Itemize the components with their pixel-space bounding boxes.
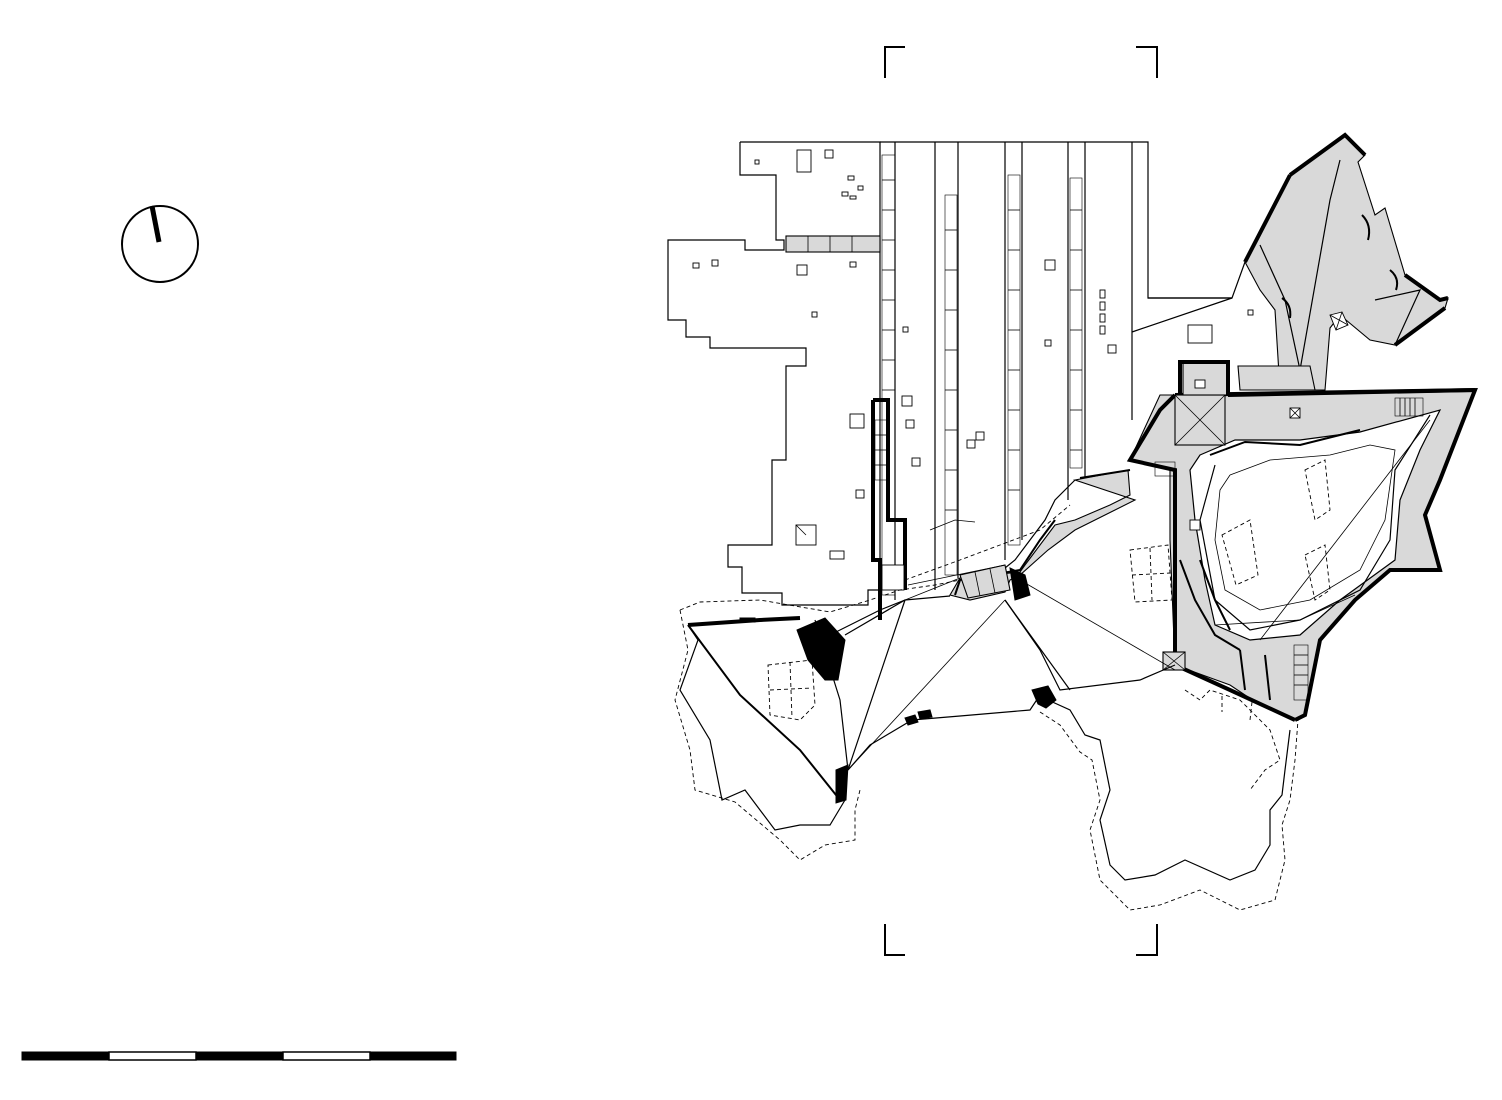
north-arrow-icon <box>121 205 199 283</box>
scale-bar-segment <box>282 1051 371 1061</box>
section-corner-icon <box>884 924 905 956</box>
section-corner-icon <box>1136 46 1158 78</box>
west-building-block <box>667 141 881 606</box>
site-lines <box>904 419 1431 641</box>
section-marks <box>884 46 1158 956</box>
central-halls <box>880 141 1233 600</box>
connecting-passage <box>949 461 1176 601</box>
scale-bar-segment <box>108 1051 197 1061</box>
scale-bar-segment <box>369 1051 457 1061</box>
southwest-block <box>674 579 1041 861</box>
scale-bar-segment <box>195 1051 284 1061</box>
section-corner-icon <box>884 46 905 78</box>
scale-bar-segment <box>21 1051 110 1061</box>
east-building <box>1126 360 1478 722</box>
northeast-wing <box>1148 132 1449 391</box>
scale-bar <box>21 1051 457 1061</box>
section-corner-icon <box>1136 924 1158 956</box>
south-central-block <box>1004 544 1299 911</box>
west-corridor <box>871 398 907 620</box>
